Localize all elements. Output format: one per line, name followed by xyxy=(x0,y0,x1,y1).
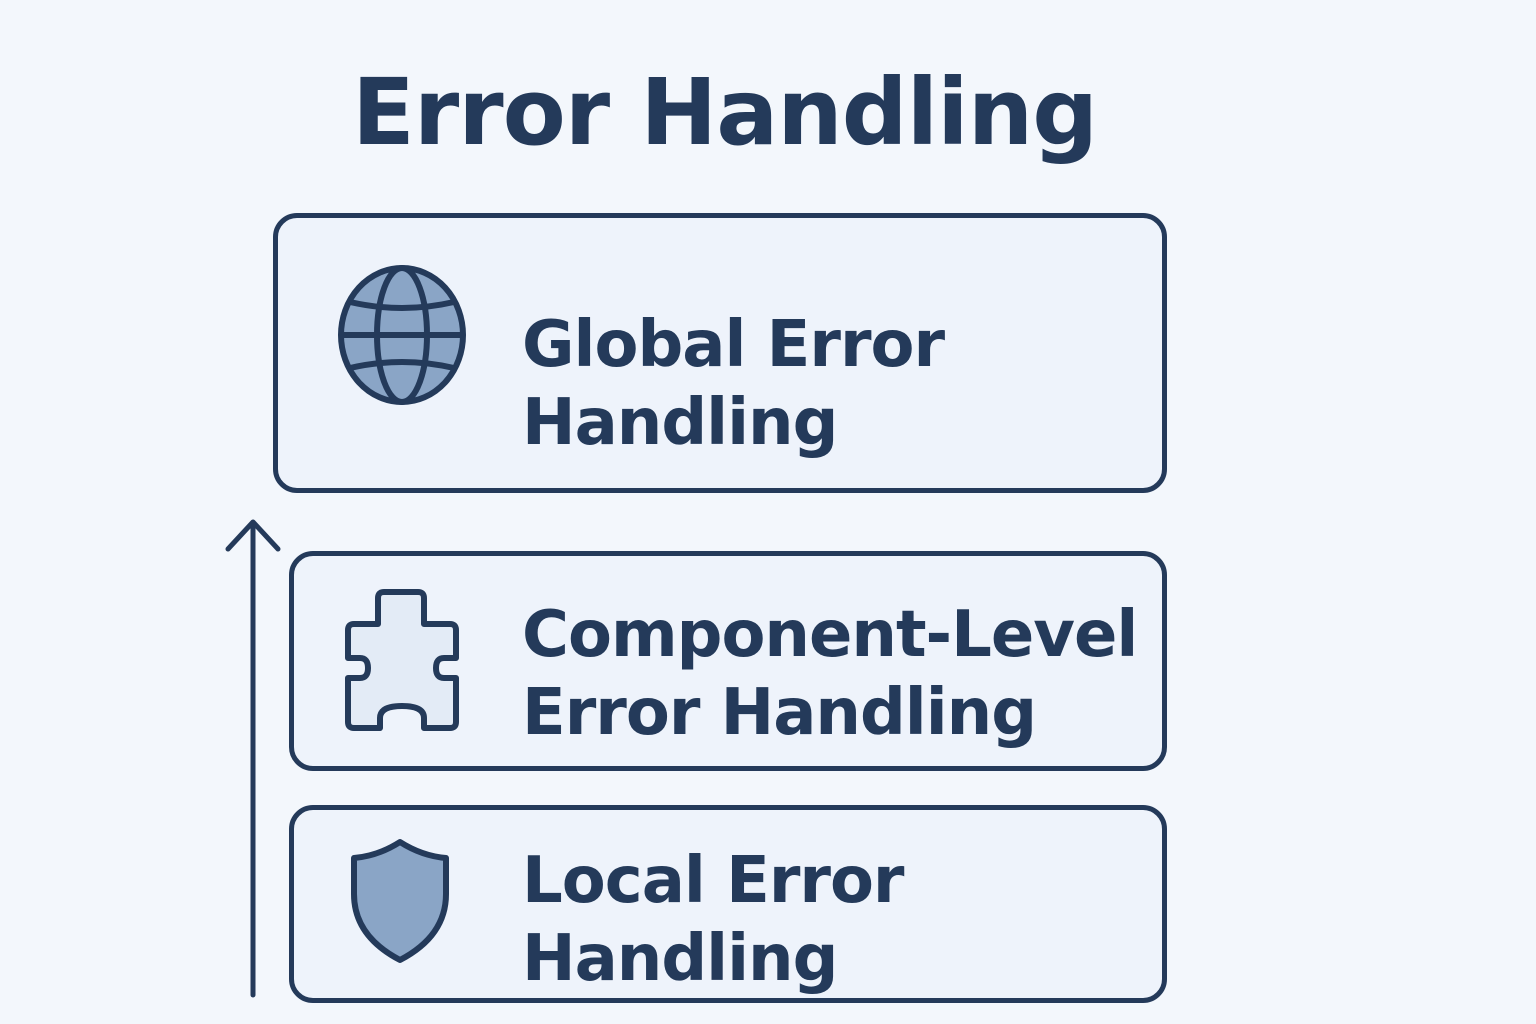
component-level-error-handling-card: Component-Level Error Handling xyxy=(289,551,1167,771)
escalation-arrow xyxy=(225,519,281,998)
shield-icon xyxy=(351,839,449,963)
global-error-handling-card: Global Error Handling xyxy=(273,213,1167,493)
layer-label: Global Error Handling xyxy=(522,306,945,462)
layer-label: Local Error Handling xyxy=(522,842,904,998)
layer-label-line2: Handling xyxy=(522,922,838,996)
puzzle-piece-icon xyxy=(345,589,459,731)
layer-label-line1: Global Error xyxy=(522,308,945,382)
diagram-title: Error Handling xyxy=(352,59,1098,166)
local-error-handling-card: Local Error Handling xyxy=(289,805,1167,1003)
layer-label-line1: Component-Level xyxy=(522,598,1138,672)
layer-label-line2: Handling xyxy=(522,386,838,460)
layer-label: Component-Level Error Handling xyxy=(522,596,1138,752)
globe-icon xyxy=(338,265,466,405)
layer-label-line2: Error Handling xyxy=(522,676,1037,750)
layer-label-line1: Local Error xyxy=(522,844,904,918)
